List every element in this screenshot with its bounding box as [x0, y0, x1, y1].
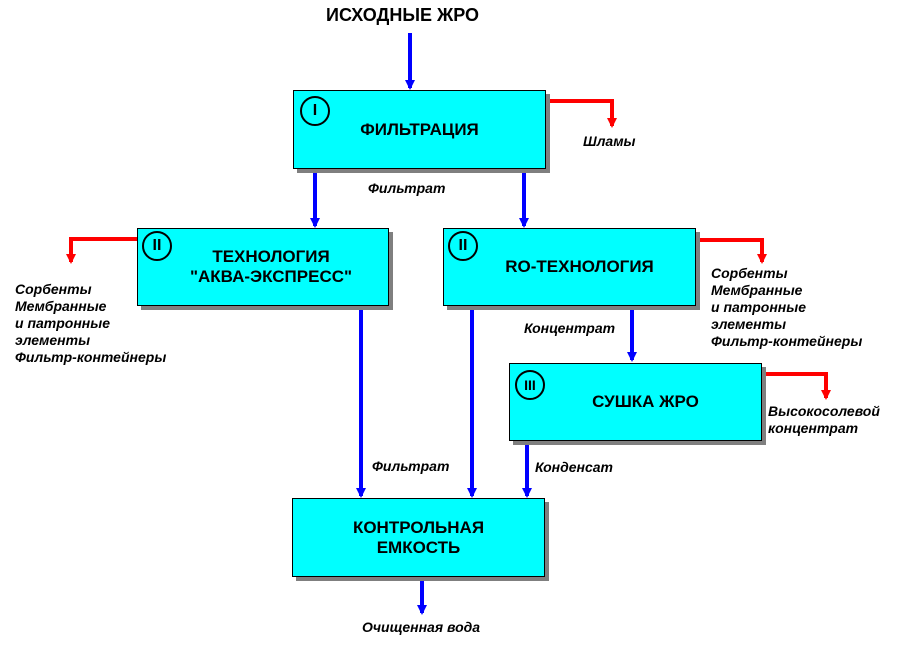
box-control-tank-label: КОНТРОЛЬНАЯ ЕМКОСТЬ [352, 517, 485, 557]
label-filtrate-bottom: Фильтрат [372, 458, 450, 474]
label-sorbents-left: Сорбенты Мембранные и патронные элементы… [15, 281, 167, 365]
stage-badge-ro-technology: II [448, 231, 478, 261]
box-filtration: ФИЛЬТРАЦИЯ [293, 90, 546, 169]
arrow-drying-concentrate [763, 372, 831, 400]
label-filtrate-top: Фильтрат [368, 180, 446, 196]
box-ro-technology-label: RO-ТЕХНОЛОГИЯ [505, 257, 654, 276]
box-aqua-express: ТЕХНОЛОГИЯ "АКВА-ЭКСПРЕСС" [137, 228, 389, 306]
arrow-aqua-sorbents [66, 237, 137, 264]
source-title: ИСХОДНЫЕ ЖРО [326, 5, 480, 25]
arrow-ro-sorbents [697, 238, 767, 264]
stage-badge-drying: III [515, 370, 545, 400]
box-drying-label: СУШКА ЖРО [592, 392, 699, 411]
stage-badge-aqua-express: II [142, 231, 172, 261]
label-purified-water: Очищенная вода [362, 619, 481, 635]
label-sorbents-right: Сорбенты Мембранные и патронные элементы… [711, 265, 863, 349]
label-concentrate: Концентрат [524, 320, 616, 336]
box-ro-technology: RO-ТЕХНОЛОГИЯ [443, 228, 696, 306]
arrow-filtration-sludge [547, 99, 617, 128]
label-condensate: Конденсат [535, 459, 613, 475]
box-aqua-express-label: ТЕХНОЛОГИЯ "АКВА-ЭКСПРЕСС" [189, 247, 353, 286]
box-filtration-label: ФИЛЬТРАЦИЯ [360, 119, 479, 139]
label-sludge: Шламы [583, 133, 636, 149]
stage-badge-filtration: I [300, 96, 330, 126]
box-drying: СУШКА ЖРО [509, 363, 762, 441]
box-control-tank: КОНТРОЛЬНАЯ ЕМКОСТЬ [292, 498, 545, 577]
label-high-salt-concentrate: Высокосолевой концентрат [768, 403, 880, 436]
